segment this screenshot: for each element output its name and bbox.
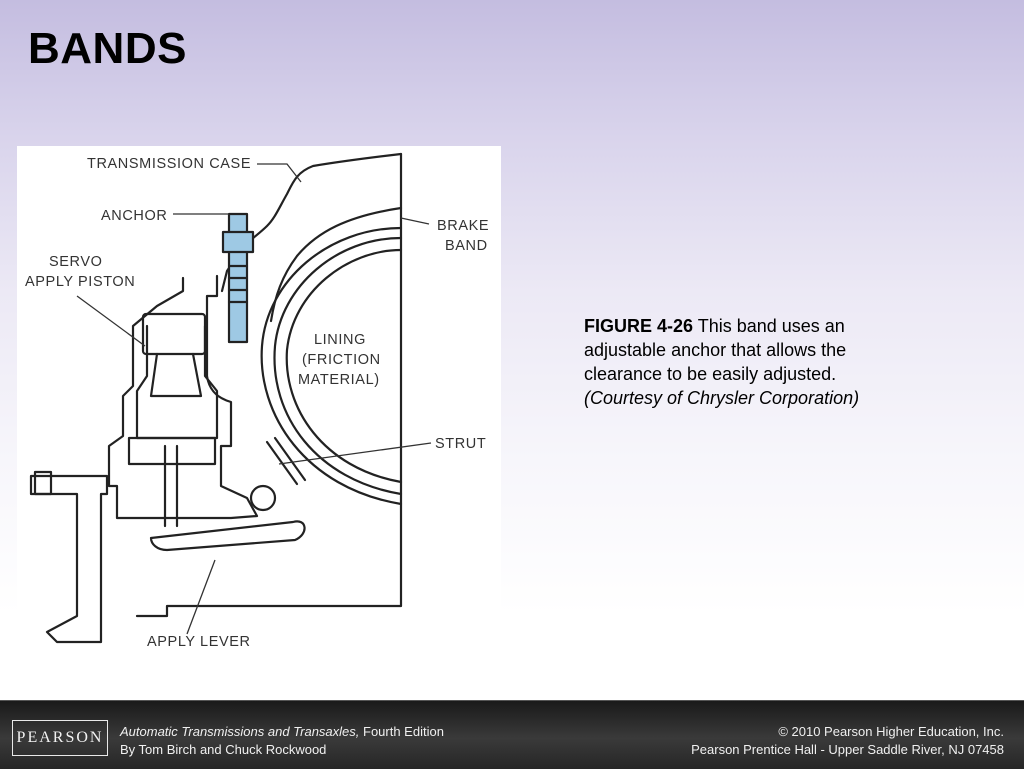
label-transmission-case: TRANSMISSION CASE xyxy=(87,156,251,172)
brake-drum xyxy=(273,236,403,496)
figure-number: FIGURE 4-26 xyxy=(584,316,694,336)
servo-cover xyxy=(127,436,217,466)
band-diagram: TRANSMISSION CASE ANCHOR SERVO APPLY PIS… xyxy=(25,152,489,650)
case-inner-wall xyxy=(269,206,403,323)
label-apply-piston: APPLY PISTON xyxy=(25,274,135,290)
label-band: BAND xyxy=(445,238,488,254)
transmission-case-top xyxy=(220,152,403,293)
book-authors: By Tom Birch and Chuck Rockwood xyxy=(120,742,327,757)
label-apply-lever: APPLY LEVER xyxy=(147,634,251,650)
label-lining: LINING xyxy=(314,332,366,348)
label-servo: SERVO xyxy=(49,254,103,270)
apply-lever xyxy=(149,520,306,552)
label-material: MATERIAL) xyxy=(298,372,380,388)
lever-pivot xyxy=(249,484,277,512)
footer-copyright: © 2010 Pearson Higher Education, Inc. Pe… xyxy=(691,723,1004,759)
brake-band xyxy=(260,226,403,506)
label-anchor: ANCHOR xyxy=(101,208,167,224)
anchor-nut xyxy=(221,230,255,254)
label-strut: STRUT xyxy=(435,436,486,452)
caption-credit: (Courtesy of Chrysler Corporation) xyxy=(584,388,860,408)
mounting-bracket xyxy=(29,474,109,644)
transmission-case-outline xyxy=(135,152,403,618)
figure-caption: FIGURE 4-26 This band uses an adjustable… xyxy=(584,314,904,410)
piston-stem xyxy=(149,352,203,398)
label-friction: (FRICTION xyxy=(302,352,381,368)
caption-text: This band uses an adjustable anchor that… xyxy=(584,316,847,384)
copyright-text: © 2010 Pearson Higher Education, Inc. xyxy=(778,724,1004,739)
friction-lining xyxy=(285,248,403,484)
footer-book-info: Automatic Transmissions and Transaxles, … xyxy=(120,723,444,759)
bracket-bolt xyxy=(33,470,53,496)
slide-title: BANDS xyxy=(28,24,187,73)
label-brake: BRAKE xyxy=(437,218,489,234)
publisher-text: Pearson Prentice Hall - Upper Saddle Riv… xyxy=(691,742,1004,757)
servo-apply-piston xyxy=(141,312,207,356)
book-title: Automatic Transmissions and Transaxles, xyxy=(120,724,360,739)
slide-footer: PEARSON Automatic Transmissions and Tran… xyxy=(0,700,1024,769)
band-diagram-figure: TRANSMISSION CASE ANCHOR SERVO APPLY PIS… xyxy=(17,146,501,654)
book-edition: Fourth Edition xyxy=(359,724,444,739)
pearson-logo: PEARSON xyxy=(12,720,108,756)
